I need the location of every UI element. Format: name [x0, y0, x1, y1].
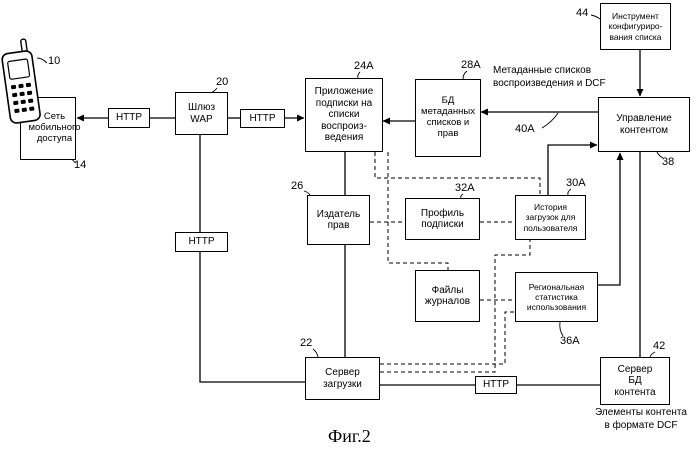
connector-regional-stats-to-content-management — [598, 153, 620, 285]
phone-key — [20, 100, 26, 105]
leader-28a — [463, 71, 467, 79]
phone-key — [28, 98, 34, 103]
http-box-mobile-wap: HTTP — [108, 108, 150, 128]
metadata-flow-label: Метаданные списков воспроизведения и DCF — [493, 65, 606, 90]
ref-20: 20 — [216, 76, 228, 88]
ref-22: 22 — [300, 337, 312, 349]
phone-key — [14, 108, 20, 113]
ref-36a: 36A — [560, 335, 580, 347]
leader-36a — [560, 322, 563, 336]
subscription-app-box: Приложение подписки на списки воспроиз- … — [305, 78, 383, 152]
ref-24a: 24A — [354, 60, 374, 72]
phone-key — [26, 83, 32, 88]
leader-22 — [313, 349, 318, 357]
phone-key — [27, 91, 33, 96]
download-history-box: История загрузок для пользователя — [515, 195, 586, 240]
ref-38: 38 — [662, 156, 674, 168]
http-box-bottom: HTTP — [475, 376, 517, 394]
wap-gateway-box: Шлюз WAP — [175, 92, 228, 135]
http-box-left: HTTP — [175, 232, 228, 252]
phone-key — [22, 107, 28, 112]
metadata-db-box: БД метаданных списков и прав — [415, 79, 481, 157]
download-server-box: Сервер загрузки — [305, 357, 380, 400]
leader-44 — [591, 15, 600, 19]
leader-40a — [542, 113, 558, 128]
rights-issuer-box: Издатель прав — [307, 195, 370, 245]
http-box-wap-subscription: HTTP — [240, 109, 285, 128]
ref-44: 44 — [576, 7, 588, 19]
ref-42: 42 — [653, 340, 665, 352]
mobile-phone-drawing — [0, 38, 41, 123]
subscription-profile-box: Профиль подписки — [405, 198, 480, 240]
content-management-box: Управление контентом — [598, 97, 690, 152]
regional-stats-box: Региональная статистика использования — [515, 272, 598, 322]
ref-40a: 40A — [515, 123, 535, 135]
ref-14: 14 — [74, 159, 86, 171]
ref-32a: 32A — [455, 182, 475, 194]
ref-30a: 30A — [566, 177, 586, 189]
mobile-phone-icon — [0, 38, 45, 128]
phone-key — [18, 84, 24, 89]
log-files-box: Файлы журналов — [415, 270, 480, 322]
phone-key — [29, 106, 35, 111]
figure-caption: Фиг.2 — [328, 426, 371, 446]
ref-28a: 28A — [461, 59, 481, 71]
ref-10: 10 — [48, 55, 60, 67]
content-db-server-box: Сервер БД контента — [600, 357, 670, 405]
phone-key — [12, 93, 18, 98]
dcf-items-label: Элементы контента в формате DCF — [586, 407, 696, 432]
phone-key — [19, 92, 25, 97]
phone-key — [13, 101, 19, 106]
config-tool-box: Инструмент конфигуриро- вания списка — [600, 3, 671, 50]
phone-screen-shape — [7, 59, 29, 80]
phone-key — [11, 85, 17, 90]
ref-26: 26 — [291, 180, 303, 192]
connector-http-left-to-download-server — [200, 252, 305, 382]
